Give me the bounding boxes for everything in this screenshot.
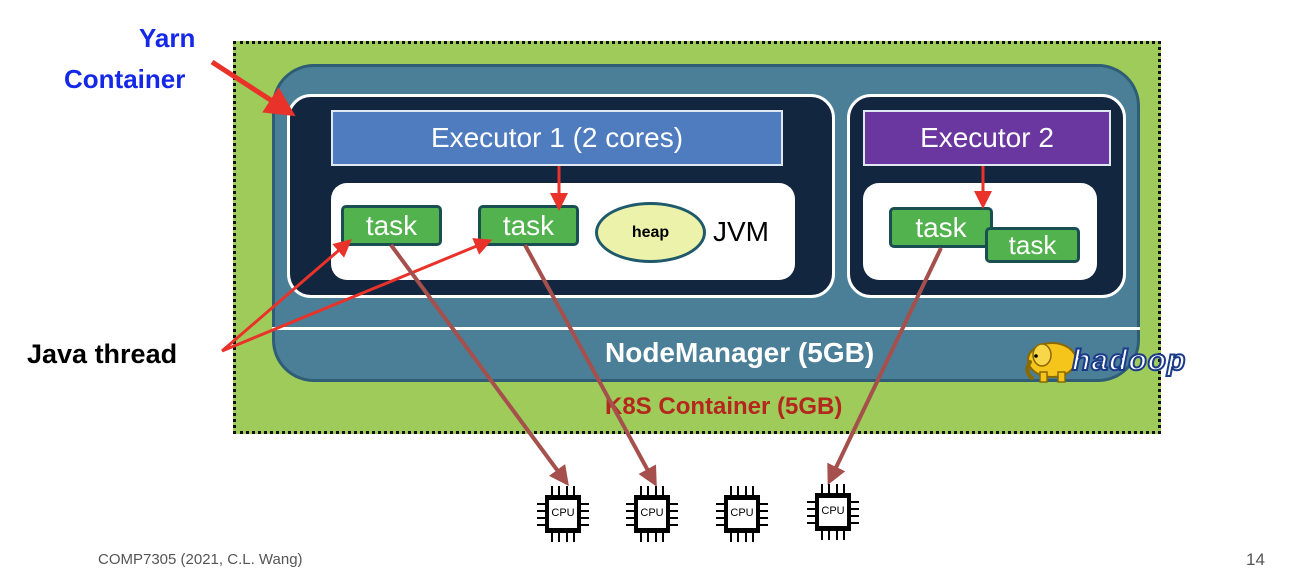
yarn-container-arrow [210,59,296,117]
footer-credit: COMP7305 (2021, C.L. Wang) [98,551,303,568]
heap-ellipse: heap [595,202,706,263]
task-to-cpu-arrow-3 [827,247,943,486]
k8s-container-label: K8S Container (5GB) [605,393,843,420]
executor1-title: Executor 1 (2 cores) [331,110,783,166]
executor2-task-1: task [889,207,993,248]
cpu-icon: CPU [714,484,770,544]
hadoop-logo-text: hadoop [1071,343,1187,378]
cpu-label: CPU [640,507,664,519]
page-number: 14 [1246,550,1265,569]
task-to-cpu-arrow-1 [389,243,569,487]
yarn-label-line1: Yarn [139,23,196,53]
cpu-label: CPU [821,505,845,517]
executor1-task-1: task [341,205,442,246]
java-thread-arrow-2 [221,238,493,353]
nodemanager-label: NodeManager (5GB) [605,337,875,368]
java-thread-label: Java thread [27,339,178,369]
cpu-icon: CPU [624,484,680,544]
yarn-label-line2: Container [64,64,186,94]
java-thread-arrow-1 [221,239,352,353]
cpu-label: CPU [730,507,754,519]
hadoop-elephant-icon [1022,338,1080,384]
executor2-task-2: task [985,227,1080,263]
task-to-cpu-arrow-2 [523,244,657,487]
executor2-title: Executor 2 [863,110,1111,166]
jvm-label: JVM [713,216,769,247]
cpu-icon: CPU [535,484,591,544]
cpu-icon: CPU [805,482,861,542]
executor1-task-2: task [478,205,579,246]
cpu-label: CPU [551,507,575,519]
nodemanager-divider [272,327,1140,330]
